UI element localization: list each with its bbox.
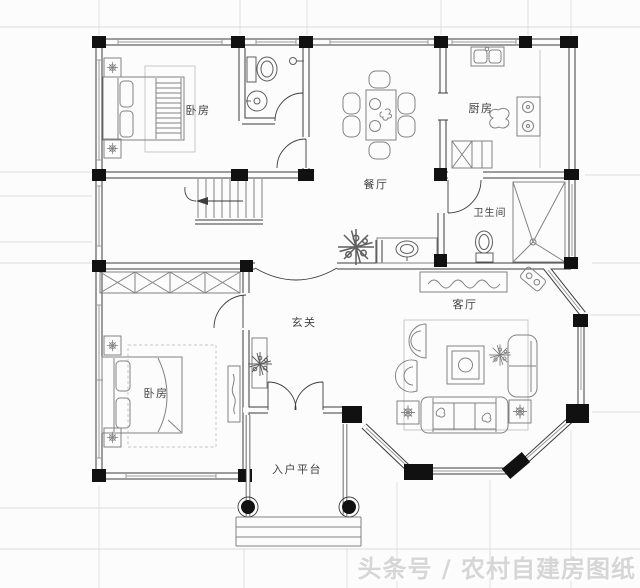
fridge-cabinet (451, 140, 493, 169)
shower-head-icon (289, 57, 304, 65)
living-room-label: 客厅 (453, 297, 478, 311)
dining-chair (397, 115, 416, 138)
entry-column (237, 496, 259, 518)
toilet (246, 56, 278, 83)
living-room-furniture (395, 266, 546, 434)
watermark-text: 头条号 / 农村自建房图纸 (358, 555, 636, 583)
foyer-furniture (247, 228, 375, 389)
range-hood (489, 107, 510, 129)
room-labels: 卧房 卧房 餐厅 厨房 卫生间 玄关 客厅 入户平台 (144, 102, 507, 476)
bathroom-door (447, 179, 482, 214)
kitchen-fixtures (451, 46, 541, 169)
bathroom-label: 卫生间 (474, 206, 507, 219)
stair-arrow (184, 186, 243, 205)
dining-chair (368, 70, 391, 89)
bedroom-bottom-door (213, 294, 247, 329)
bed-rug (144, 65, 196, 153)
toilet (475, 230, 494, 263)
coffee-table (446, 345, 485, 385)
bedroom-top-door (276, 138, 307, 169)
table-centerpiece (379, 108, 392, 121)
doors (213, 92, 482, 411)
armchair (408, 323, 427, 359)
washbasin (246, 90, 268, 112)
ensuite-fixtures (246, 56, 304, 112)
foyer-label: 玄关 (292, 315, 317, 329)
nightstand (103, 427, 122, 448)
dining-chair (342, 92, 361, 115)
dining-table (365, 89, 397, 141)
bathroom-fixtures (475, 181, 566, 263)
bed (101, 356, 183, 434)
side-table (396, 400, 420, 425)
bay-corner-block (501, 452, 531, 479)
bedroom-top-label: 卧房 (186, 104, 211, 117)
entry-platform-label: 入户平台 (272, 462, 322, 476)
bedroom-bottom-furniture (99, 271, 241, 448)
bed-rug (127, 344, 217, 448)
watermark: 头条号 / 农村自建房图纸 头条号 / 农村自建房图纸 (358, 555, 638, 585)
place-setting (369, 98, 381, 110)
bed (102, 76, 185, 141)
entry-door-left (267, 381, 297, 411)
bedroom-top-furniture (102, 57, 196, 159)
nightstand (103, 138, 122, 159)
foyer-arch-opening (254, 267, 338, 281)
dining-chair (368, 141, 391, 160)
tv-cabinet (419, 271, 508, 293)
armchair (395, 359, 418, 393)
entry-column (338, 496, 360, 518)
nightstand (103, 335, 122, 356)
sofa (420, 396, 509, 434)
washbasin-counter (376, 237, 438, 264)
stove (516, 96, 541, 137)
tv-stand (227, 365, 241, 423)
nightstand (103, 57, 122, 78)
kitchen-label: 厨房 (469, 102, 494, 115)
dining-set (342, 70, 416, 160)
kitchen-sink (470, 46, 505, 67)
bedroom-bottom-label: 卧房 (144, 387, 169, 400)
entry-platform (235, 415, 362, 547)
shoe-cabinet (251, 337, 268, 389)
windows (95, 38, 582, 480)
entry-door-right (294, 381, 324, 411)
place-setting (369, 120, 381, 132)
stair-edge (195, 219, 263, 225)
dining-chair (342, 115, 361, 138)
steps (235, 516, 362, 547)
wardrobe (99, 271, 241, 294)
loveseat (507, 334, 538, 398)
shower (512, 181, 566, 263)
dining-chair (397, 92, 416, 115)
corner-speaker (520, 266, 546, 292)
watermark-shadow: 头条号 / 农村自建房图纸 (360, 557, 638, 585)
ensuite-door (274, 92, 304, 122)
dining-room-label: 餐厅 (364, 177, 389, 191)
staircase (184, 179, 263, 225)
side-table (508, 399, 532, 424)
walls (95, 38, 586, 480)
kitchen-opening (438, 92, 448, 121)
plant-icon (337, 228, 375, 266)
